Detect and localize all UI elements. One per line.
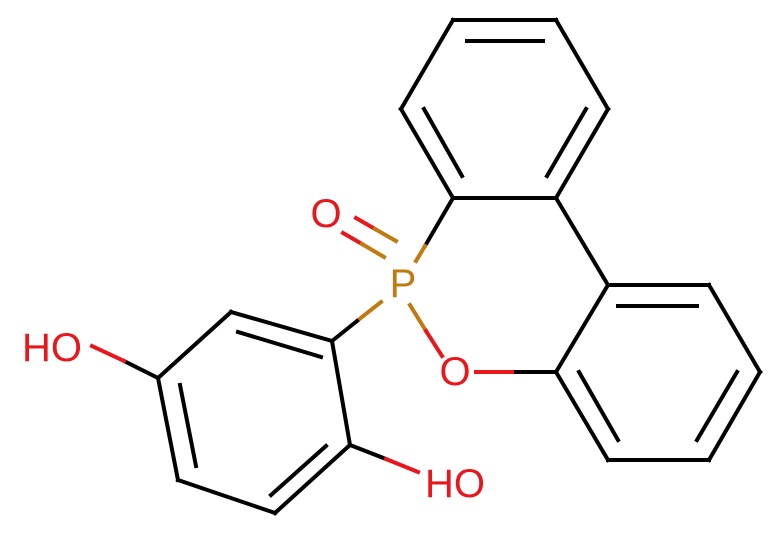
bond	[553, 282, 611, 375]
inner-double-bond	[421, 106, 465, 179]
phosphoryl-double-bond	[340, 215, 399, 260]
bond	[706, 282, 763, 375]
phosphoryl-oxygen-label: O	[310, 192, 341, 236]
inner-double-bond	[268, 443, 329, 498]
inner-double-bond	[576, 369, 621, 443]
inner-double-bond	[235, 329, 324, 360]
bond-p-o-double	[353, 215, 378, 232]
bond-c-oh	[383, 456, 421, 475]
bond-p-o-double	[340, 230, 365, 247]
phosphorus-atom-label: P	[390, 262, 417, 306]
inner-double-bond	[694, 369, 740, 443]
bond	[175, 477, 278, 516]
bond-p-o-double	[372, 226, 399, 244]
bond-c-oh	[89, 343, 127, 364]
bond	[228, 309, 335, 344]
ring-oxygen-label: O	[439, 350, 470, 394]
bond	[553, 106, 611, 201]
bond-p-o	[423, 328, 445, 359]
bond-c-oh	[347, 442, 389, 462]
bond-p-c	[329, 318, 360, 344]
bond	[155, 309, 234, 381]
bond-p-c	[354, 299, 384, 324]
bond	[155, 375, 181, 483]
bond	[553, 17, 611, 112]
bond	[398, 17, 456, 112]
hydroxyl-top-label: HO	[22, 326, 82, 370]
inner-double-bond	[544, 106, 589, 179]
hydroxyl-bottom-label: HO	[425, 462, 485, 506]
hydroquinone-ring	[155, 309, 353, 516]
bond-c-p	[413, 243, 428, 264]
upper-benzene-ring	[398, 17, 611, 201]
bond-c-oh	[121, 358, 161, 381]
bond	[272, 442, 353, 516]
bond	[706, 369, 763, 463]
inner-double-bond	[177, 382, 199, 469]
oxaphosphinine-ring-bonds	[407, 195, 558, 374]
bond	[553, 369, 611, 463]
lower-benzene-ring	[553, 282, 763, 463]
biaryl-bond	[553, 195, 611, 288]
bond-p-o	[407, 302, 429, 334]
bond	[329, 338, 353, 448]
bond-p-o-double	[359, 241, 387, 260]
bond	[398, 106, 456, 201]
bond-c-p	[422, 195, 456, 249]
